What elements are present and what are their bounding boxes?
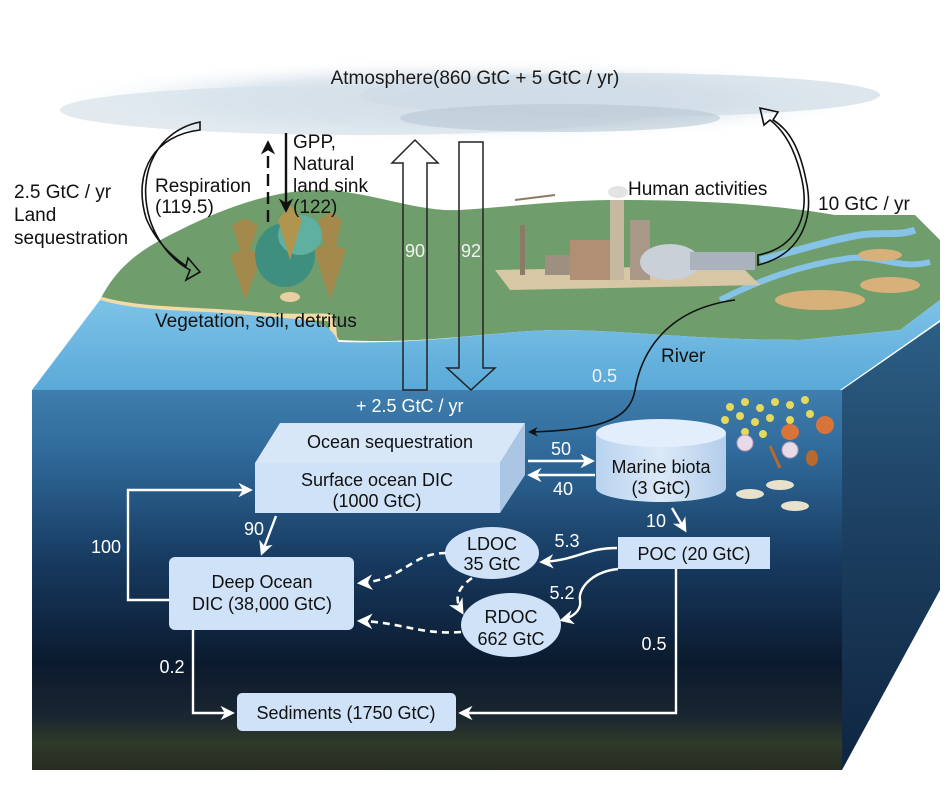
vegetation-label: Vegetation, soil, detritus [155, 311, 357, 332]
air-sea-up-flux: 90 [405, 241, 425, 261]
gpp-label-1: GPP, [293, 132, 336, 153]
respiration-value: (119.5) [155, 197, 214, 218]
deep-dic-label-2: DIC (38,000 GtC) [192, 594, 332, 614]
ldoc-label-1: LDOC [467, 534, 517, 554]
flux-surface-to-biota: 50 [551, 439, 571, 459]
gpp-label-2: Natural [293, 154, 354, 175]
deep-dic-label-1: Deep Ocean [211, 572, 312, 592]
ocean-side-face [842, 322, 940, 770]
rdoc-label-2: 662 GtC [477, 629, 544, 649]
gpp-label-3: land sink [293, 176, 368, 197]
flux-poc-to-sediments: 0.5 [641, 634, 666, 654]
flux-arrow-surface-to-deep [259, 515, 278, 556]
sediments-label: Sediments (1750 GtC) [256, 703, 435, 723]
air-sea-net-label: + 2.5 GtC / yr [356, 396, 464, 416]
flux-arrow-poc-to-sediments [458, 569, 678, 721]
land-sequestration-arrow [141, 121, 202, 282]
surface-dic-label-1: Surface ocean DIC [301, 470, 453, 490]
flux-arrow-poc-to-ldoc [539, 546, 618, 569]
land-sequestration-rate: 2.5 GtC / yr [14, 182, 112, 203]
gpp-value: (122) [293, 197, 337, 218]
river-label: River [661, 346, 706, 367]
ocean-sequestration-label: Ocean sequestration [307, 432, 473, 452]
surface-dic-label-2: (1000 GtC) [332, 491, 421, 511]
flux-arrow-deep-to-surface [126, 482, 253, 602]
sediments-node [237, 693, 456, 731]
marine-biota-node [596, 419, 726, 502]
atmosphere-label: Atmosphere(860 GtC + 5 GtC / yr) [331, 68, 620, 89]
flux-poc-to-rdoc: 5.2 [549, 583, 574, 603]
marine-organisms-illustration [721, 396, 834, 511]
flux-deep-to-surface: 100 [91, 537, 121, 557]
industry-illustration [495, 186, 760, 290]
river-flux: 0.5 [592, 366, 617, 386]
air-sea-down-arrow [445, 141, 497, 392]
rdoc-label-1: RDOC [485, 607, 538, 627]
sea-surface [32, 300, 940, 390]
marine-biota-label-1: Marine biota [611, 457, 711, 477]
poc-label: POC (20 GtC) [637, 544, 750, 564]
ldoc-label-2: 35 GtC [463, 554, 520, 574]
flux-poc-to-ldoc: 5.3 [554, 531, 579, 551]
marine-biota-label-2: (3 GtC) [631, 478, 690, 498]
rdoc-node [461, 593, 561, 657]
human-activities-label: Human activities [628, 179, 767, 200]
flux-arrow-ldoc-to-deep [356, 551, 447, 590]
land-sequestration-label-1: Land [14, 205, 56, 226]
air-sea-down-flux: 92 [461, 241, 481, 261]
flux-surface-to-deep: 90 [244, 519, 264, 539]
ldoc-node [445, 527, 539, 579]
human-emission-rate: 10 GtC / yr [818, 194, 911, 215]
surface-ocean-dic-node [255, 423, 525, 513]
air-sea-up-arrow [390, 138, 440, 391]
land-sequestration-label-2: sequestration [14, 228, 128, 249]
flux-arrow-deep-to-sediments [191, 630, 235, 721]
forest-illustration [230, 205, 346, 302]
deep-ocean-dic-node [169, 557, 354, 630]
flux-arrow-ldoc-to-rdoc [448, 576, 473, 615]
flux-arrow-rdoc-to-deep [356, 613, 462, 634]
flux-arrow-biota-to-poc [670, 507, 687, 533]
flux-biota-to-surface: 40 [553, 479, 573, 499]
atmosphere-cloud [50, 58, 890, 142]
poc-node [618, 537, 770, 569]
flux-deep-to-sediments: 0.2 [159, 657, 184, 677]
human-emission-arrow [757, 106, 810, 267]
river-arrow [528, 299, 736, 437]
respiration-label: Respiration [155, 176, 251, 197]
flux-arrow-poc-to-rdoc [559, 567, 619, 625]
flux-biota-to-poc: 10 [646, 511, 666, 531]
